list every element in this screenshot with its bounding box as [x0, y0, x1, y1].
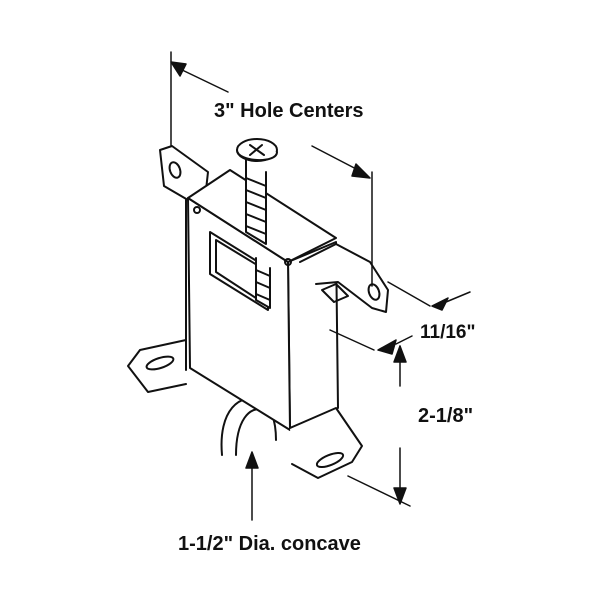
top-hole-right: [284, 258, 292, 266]
dim-wheel: [245, 451, 259, 521]
dim-height: [347, 345, 411, 507]
adjustment-screw: [236, 138, 278, 309]
hole-centers-label: 3" Hole Centers: [214, 100, 364, 122]
right-ear: [299, 243, 389, 313]
dim-hole-centers: [170, 51, 373, 287]
height-dimension-label: 2-1/8": [418, 405, 474, 427]
top-hole-left: [193, 206, 201, 214]
bottom-right-tab: [289, 407, 363, 479]
top-left-ear: [159, 145, 209, 201]
dim-depth: [329, 281, 471, 355]
wheel-diameter-label: 1-1/2" Dia. concave: [178, 533, 361, 555]
bottom-left-tab: [127, 339, 187, 393]
depth-dimension-label: 11/16": [420, 322, 476, 343]
